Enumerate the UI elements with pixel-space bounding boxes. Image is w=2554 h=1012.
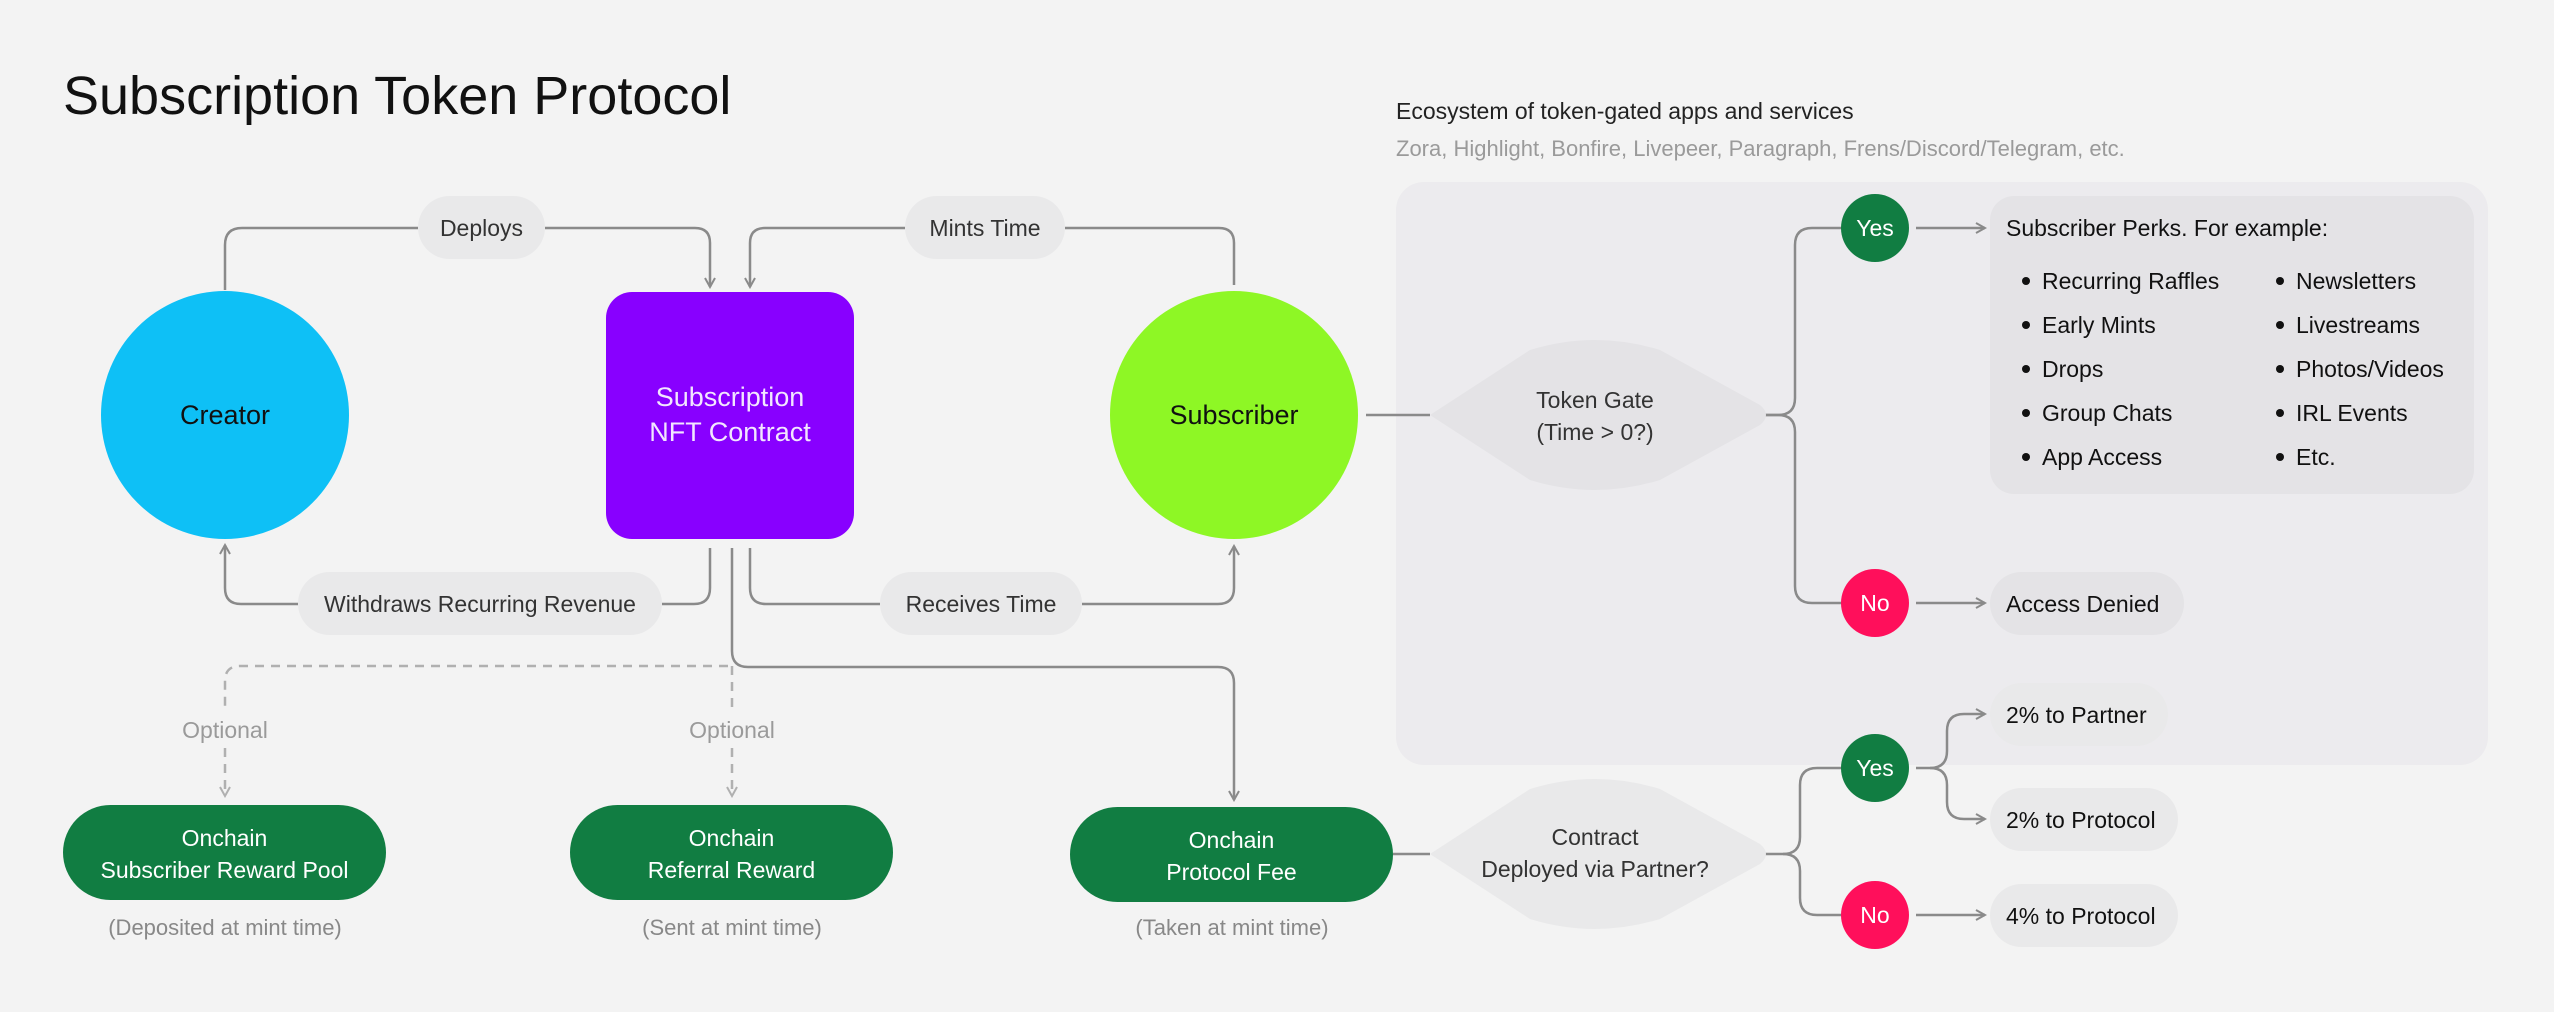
partner-share-pill: 2% to Partner	[1990, 683, 2168, 746]
perk-item: Early Mints	[2042, 312, 2156, 338]
partner-share-label: 2% to Partner	[2006, 702, 2147, 728]
token-gate-decision: Token Gate (Time > 0?)	[1430, 340, 1766, 490]
connector-lines	[225, 228, 1985, 915]
gate-branch-join	[1760, 413, 1797, 433]
receives-line-left	[748, 548, 880, 606]
withdraws-line-right	[662, 548, 712, 606]
access-denied-pill: Access Denied	[1990, 572, 2184, 635]
perk-item: Group Chats	[2042, 400, 2172, 426]
contract-label-line2: NFT Contract	[649, 417, 811, 447]
subscriber-node: Subscriber	[1110, 291, 1358, 539]
edge-pill-mints-time: Mints Time	[905, 196, 1065, 259]
edge-pill-receives-time: Receives Time	[880, 572, 1082, 635]
token-gate-line1: Token Gate	[1536, 387, 1654, 413]
referral-reward-node: Onchain Referral Reward	[570, 805, 893, 900]
gate-yes-label: Yes	[1856, 215, 1894, 241]
contract-node: Subscription NFT Contract	[606, 292, 854, 539]
gate-no-label: No	[1860, 590, 1889, 616]
mints-time-label: Mints Time	[929, 215, 1040, 241]
perk-item: Newsletters	[2296, 268, 2416, 294]
deploys-line-right	[545, 226, 710, 287]
partner-yes-badge: Yes	[1841, 734, 1909, 802]
partner-decision-line2: Deployed via Partner?	[1481, 856, 1709, 882]
token-gate-line2: (Time > 0?)	[1536, 419, 1653, 445]
reward-pool-node: Onchain Subscriber Reward Pool	[63, 805, 386, 900]
gate-no-badge: No	[1841, 569, 1909, 637]
partner-decision: Contract Deployed via Partner?	[1430, 779, 1766, 929]
partner-decision-line1: Contract	[1552, 824, 1640, 850]
gate-no-branch	[1793, 432, 1842, 605]
optional-pool-upper	[223, 664, 728, 708]
partner-yes-label: Yes	[1856, 755, 1894, 781]
perks-column-1: Recurring Raffles Early Mints Drops Grou…	[2022, 268, 2219, 470]
perk-item: Livestreams	[2296, 312, 2420, 338]
reward-pool-line1: Onchain	[182, 825, 268, 851]
perk-item: Photos/Videos	[2296, 356, 2444, 382]
subscriber-perks-box: Subscriber Perks. For example: Recurring…	[1990, 196, 2474, 494]
withdraws-line-left	[225, 545, 298, 606]
subscriber-label: Subscriber	[1169, 400, 1298, 430]
edge-pill-withdraws: Withdraws Recurring Revenue	[298, 572, 662, 635]
partner-no-label: No	[1860, 902, 1889, 928]
protocol-fee-line1: Onchain	[1189, 827, 1275, 853]
receives-time-label: Receives Time	[906, 591, 1057, 617]
protocol-full-pill: 4% to Protocol	[1990, 884, 2178, 947]
yes-to-partner-arrow	[1916, 714, 1985, 770]
protocol-share-label: 2% to Protocol	[2006, 807, 2156, 833]
reward-pool-note: (Deposited at mint time)	[108, 915, 342, 940]
partner-no-branch	[1782, 852, 1842, 917]
optional-label-pool: Optional	[182, 717, 268, 743]
referral-reward-line2: Referral Reward	[648, 857, 815, 883]
referral-reward-line1: Onchain	[689, 825, 775, 851]
protocol-full-label: 4% to Protocol	[2006, 903, 2156, 929]
protocol-fee-line2: Protocol Fee	[1166, 859, 1296, 885]
receives-line-right	[1082, 546, 1234, 606]
gate-yes-badge: Yes	[1841, 194, 1909, 262]
optional-dashed-lines	[223, 664, 732, 796]
partner-yes-branch	[1760, 766, 1842, 856]
perk-item: Etc.	[2296, 444, 2336, 470]
creator-node: Creator	[101, 291, 349, 539]
perk-item: IRL Events	[2296, 400, 2408, 426]
perk-item: App Access	[2042, 444, 2162, 470]
protocol-fee-note: (Taken at mint time)	[1135, 915, 1328, 940]
contract-label-line1: Subscription	[656, 382, 805, 412]
page-title: Subscription Token Protocol	[63, 66, 731, 126]
edge-pill-deploys: Deploys	[418, 196, 545, 259]
deploys-line-left	[223, 226, 418, 290]
reward-pool-line2: Subscriber Reward Pool	[100, 857, 348, 883]
withdraws-label: Withdraws Recurring Revenue	[324, 591, 636, 617]
deploys-label: Deploys	[440, 215, 523, 241]
partner-no-badge: No	[1841, 881, 1909, 949]
access-denied-label: Access Denied	[2006, 591, 2159, 617]
protocol-share-pill: 2% to Protocol	[1990, 788, 2178, 851]
mints-line-left	[750, 226, 905, 287]
perks-title: Subscriber Perks. For example:	[2006, 215, 2328, 241]
mints-line-right	[1065, 226, 1236, 285]
ecosystem-subheading: Zora, Highlight, Bonfire, Livepeer, Para…	[1396, 136, 2125, 161]
ecosystem-heading: Ecosystem of token-gated apps and servic…	[1396, 98, 1854, 124]
fee-line	[730, 548, 1234, 800]
perk-item: Recurring Raffles	[2042, 268, 2219, 294]
protocol-fee-node: Onchain Protocol Fee	[1070, 807, 1393, 902]
optional-label-referral: Optional	[689, 717, 775, 743]
gate-yes-branch	[1760, 226, 1842, 417]
perks-column-2: Newsletters Livestreams Photos/Videos IR…	[2276, 268, 2444, 470]
perk-item: Drops	[2042, 356, 2103, 382]
yes-to-protocol-arrow	[1929, 766, 1985, 819]
referral-reward-note: (Sent at mint time)	[642, 915, 822, 940]
creator-label: Creator	[180, 400, 270, 430]
